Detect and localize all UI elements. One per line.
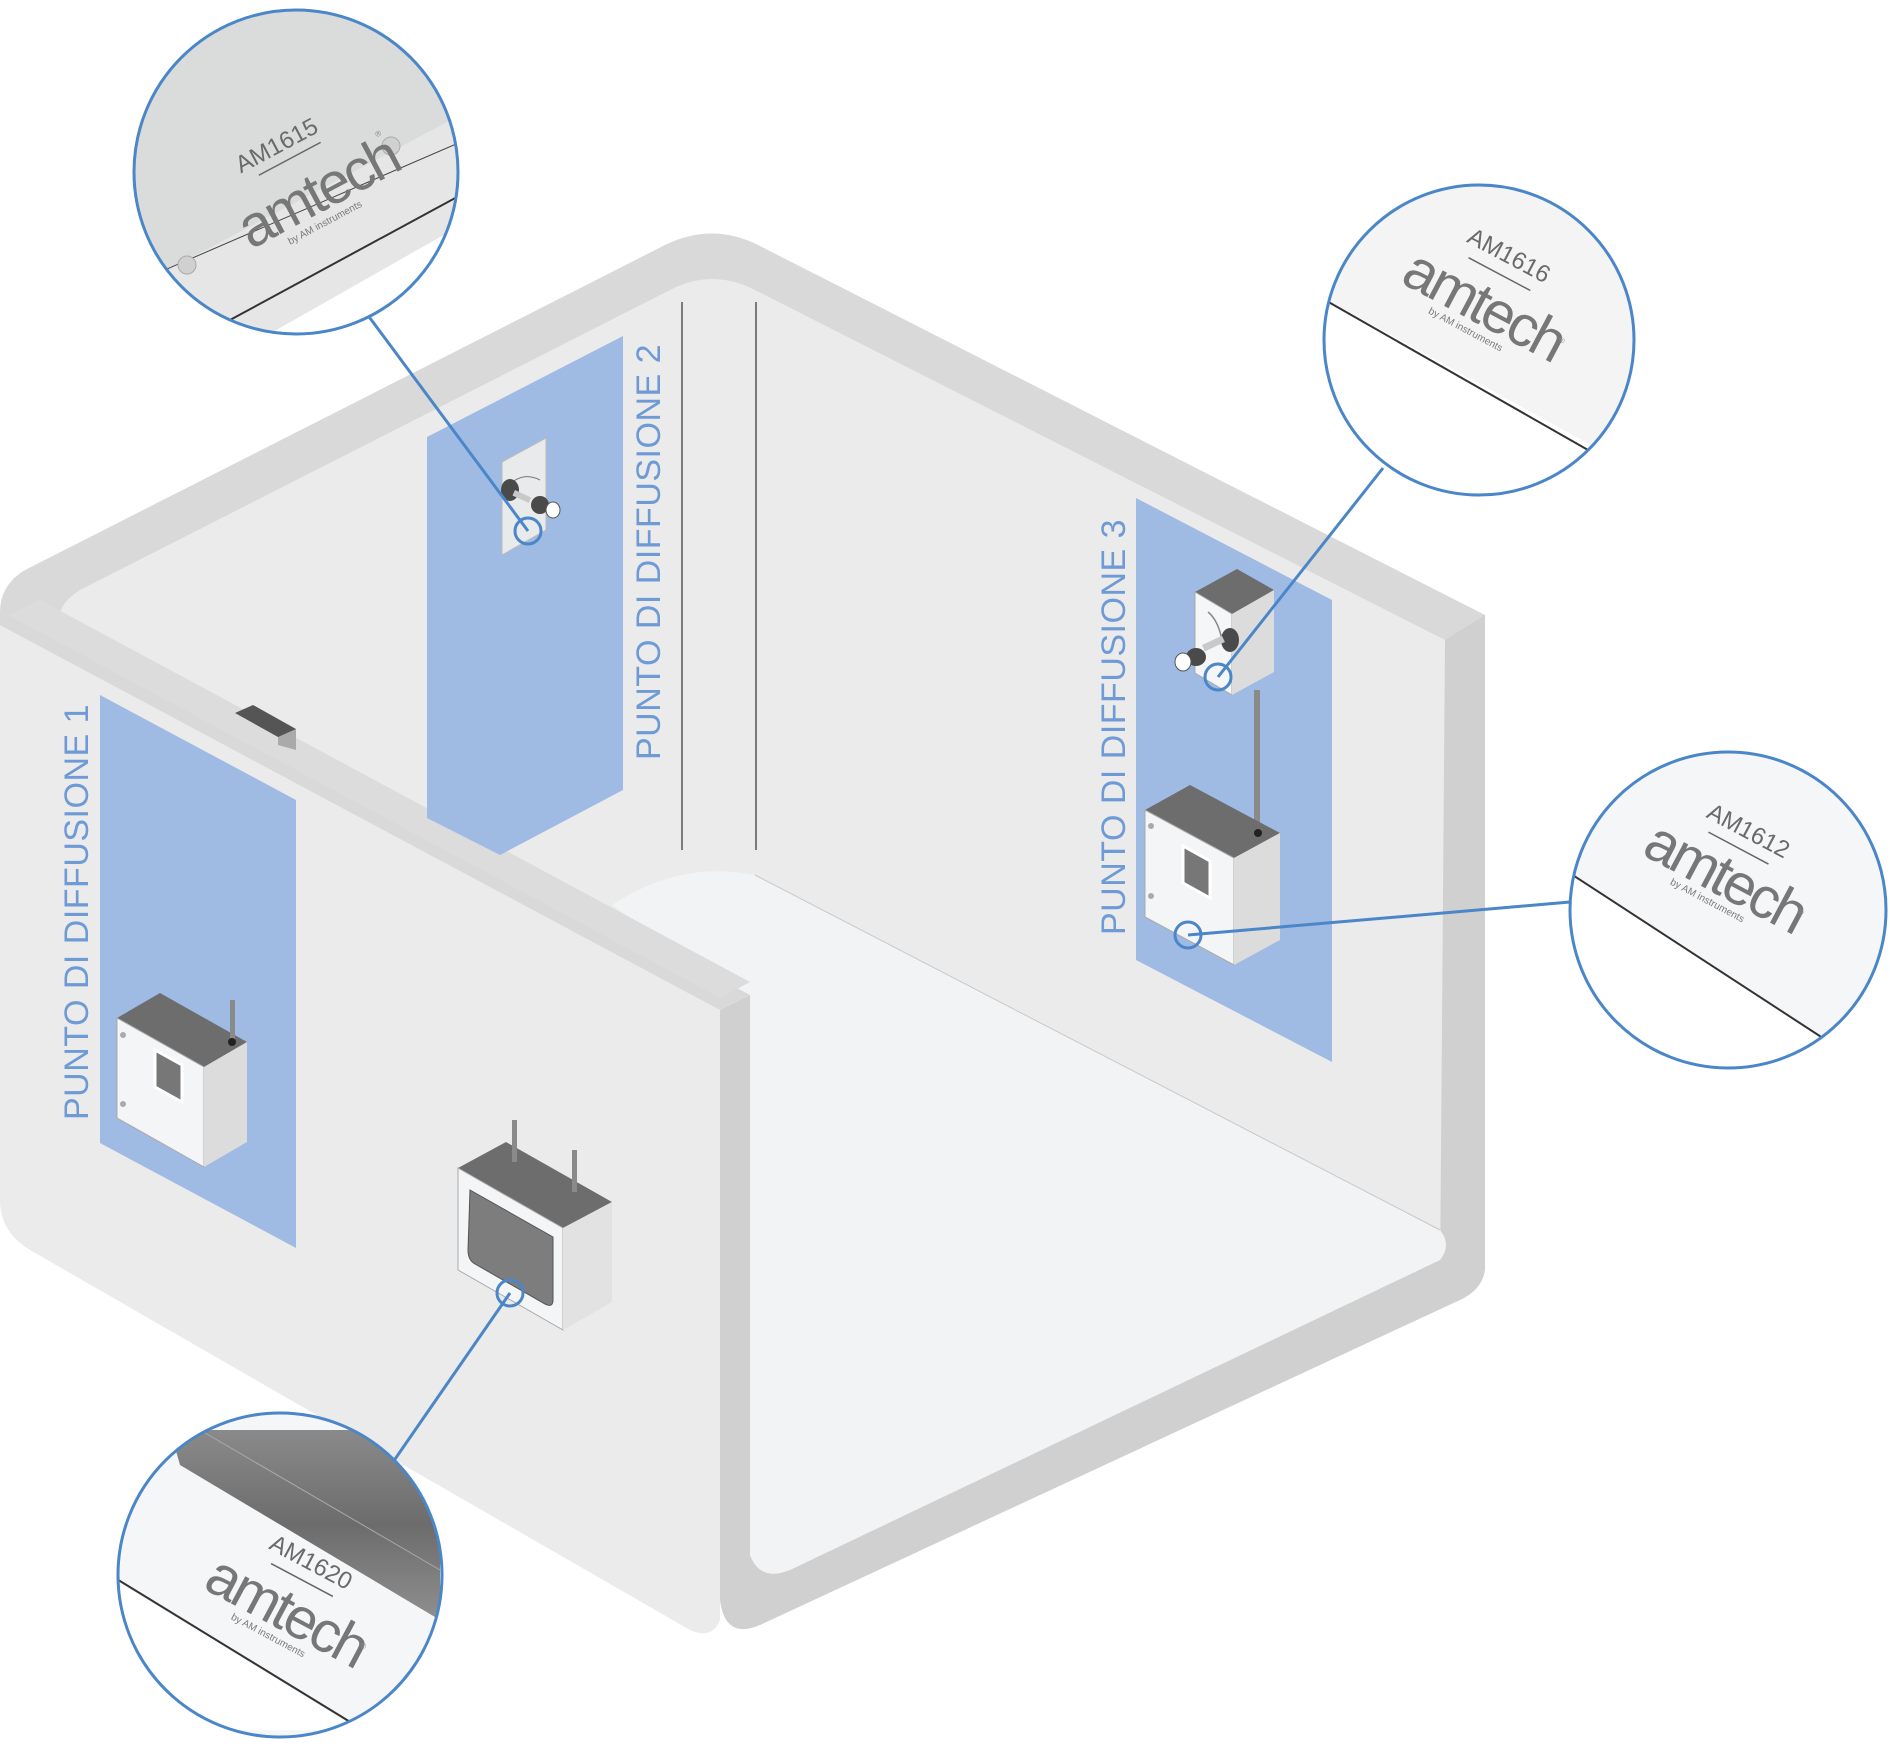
zone-1-label: PUNTO DI DIFFUSIONE 1	[58, 704, 96, 1120]
callout-1-registered: ®	[374, 128, 384, 139]
callout-2-registered: ®	[1557, 335, 1567, 346]
callout-2-ring[interactable]	[1322, 183, 1636, 497]
callout-marker-4[interactable]	[495, 1278, 525, 1308]
callout-1: AM1615 amtech by AM instruments ®	[132, 8, 460, 336]
zone-2-label: PUNTO DI DIFFUSIONE 2	[630, 344, 668, 760]
device-zone-1-analyzer	[116, 993, 247, 1168]
callout-marker-1[interactable]	[513, 516, 543, 546]
zone-2: PUNTO DI DIFFUSIONE 2	[427, 336, 668, 855]
leader-1	[362, 309, 530, 532]
leader-4	[391, 1292, 512, 1463]
leader-2	[1216, 467, 1385, 678]
callout-1-ring[interactable]	[132, 8, 460, 336]
callout-marker-2[interactable]	[1203, 662, 1233, 692]
callout-3: AM1612 amtech by AM instruments ®	[1568, 750, 1888, 1070]
bottom-wall-cap	[720, 995, 1485, 1630]
floor-edge	[754, 874, 1441, 1231]
callout-4: AM1620 amtech by AM instruments ®	[116, 1411, 444, 1739]
right-wall-cap	[1440, 615, 1485, 1285]
device-zone-2-diffuser	[501, 437, 561, 556]
zone-3-label: PUNTO DI DIFFUSIONE 3	[1095, 519, 1133, 935]
callout-2: AM1616 amtech by AM instruments ®	[1322, 183, 1636, 497]
floor	[612, 871, 1446, 1574]
callout-3-registered: ®	[1796, 907, 1806, 918]
device-front-wall-analyzer	[457, 1120, 612, 1331]
callout-4-registered: ®	[358, 1641, 368, 1652]
zone-2-highlight	[427, 336, 623, 855]
front-left-wall-top-band	[8, 600, 750, 998]
callout-4-ring[interactable]	[116, 1411, 444, 1739]
device-zone-3-diffuser	[1174, 569, 1274, 830]
callout-leaders	[362, 309, 1571, 1463]
duct-block	[235, 705, 296, 750]
callout-3-ring[interactable]	[1568, 750, 1888, 1070]
leader-3	[1187, 900, 1571, 937]
